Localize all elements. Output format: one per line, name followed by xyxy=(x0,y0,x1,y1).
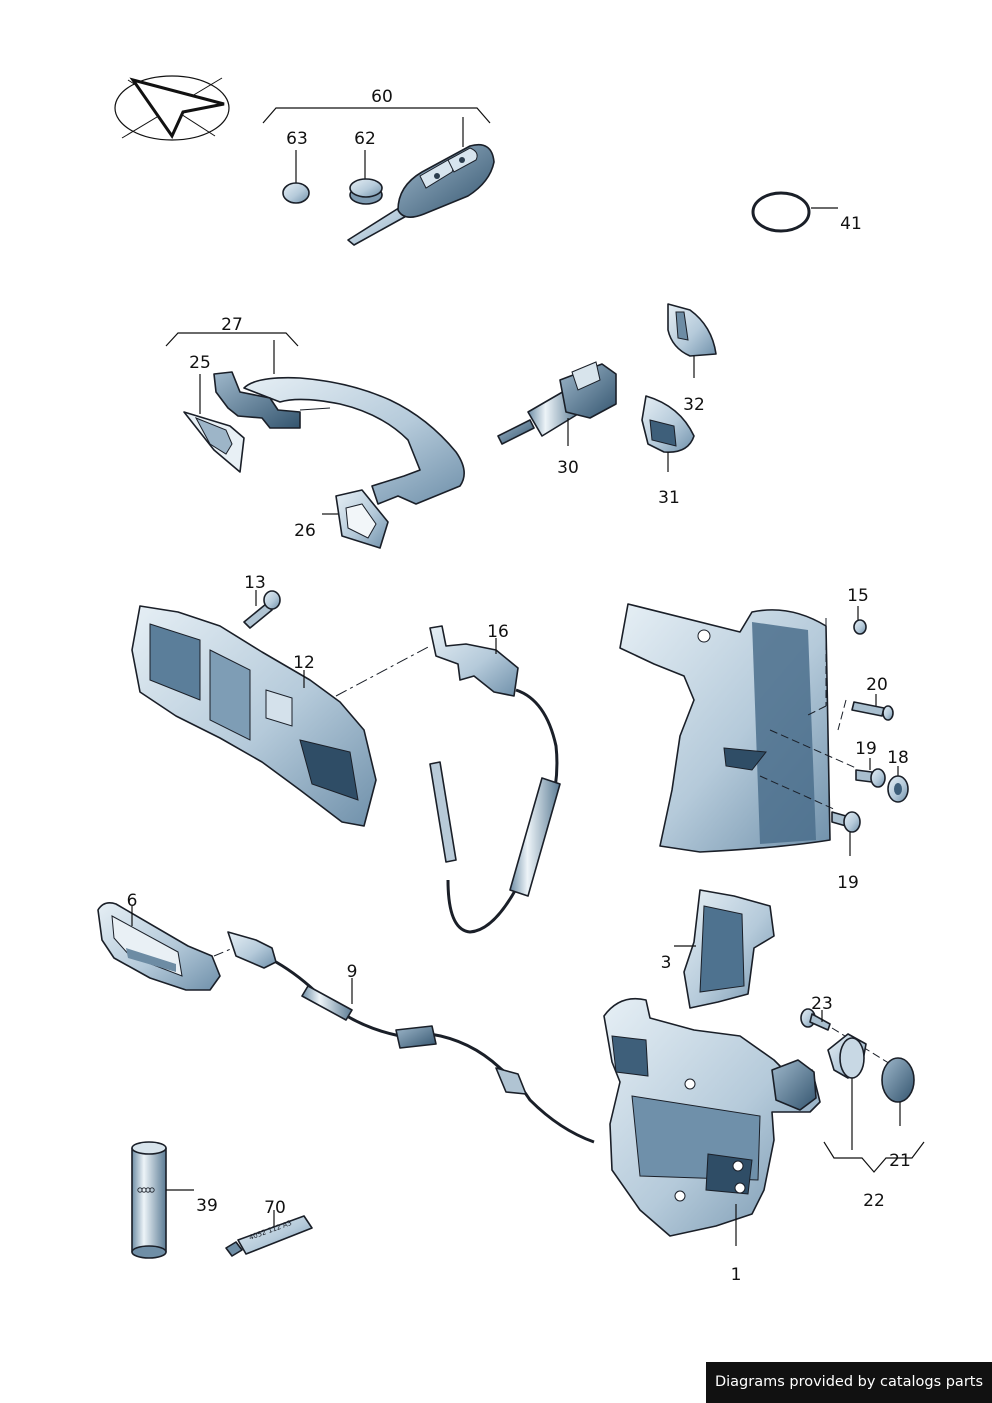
label-30: 30 xyxy=(557,458,579,478)
dash-line-12-16 xyxy=(335,645,431,697)
part-bowden-cable-9 xyxy=(227,931,595,1144)
part-cap-32 xyxy=(667,303,717,357)
label-23: 23 xyxy=(811,994,833,1014)
label-19b: 19 xyxy=(837,873,859,893)
part-spray-can-39 xyxy=(131,1141,167,1259)
part-door-handle-27 xyxy=(213,371,465,505)
part-handle-carrier-12 xyxy=(131,605,377,827)
label-15: 15 xyxy=(847,586,869,606)
label-12: 12 xyxy=(293,653,315,673)
label-3: 3 xyxy=(661,953,672,973)
label-6: 6 xyxy=(127,891,138,911)
part-striker-plate xyxy=(827,1033,867,1079)
credit-banner: Diagrams provided by catalogs parts xyxy=(706,1362,992,1403)
part-shim-21 xyxy=(881,1057,915,1103)
part-battery-63 xyxy=(282,182,310,204)
label-16: 16 xyxy=(487,622,509,642)
label-25: 25 xyxy=(189,353,211,373)
label-63: 63 xyxy=(286,129,308,149)
label-62: 62 xyxy=(354,129,376,149)
label-13: 13 xyxy=(244,573,266,593)
label-39: 39 xyxy=(196,1196,218,1216)
part-folding-key xyxy=(347,143,495,246)
part-lock-cylinder-30 xyxy=(497,361,617,445)
part-battery-62 xyxy=(349,178,383,205)
part-seal-ring-41 xyxy=(751,191,811,233)
part-grease-tube-70: 4052 112 A3 xyxy=(225,1215,313,1257)
part-bracket-3 xyxy=(683,889,775,1009)
part-bolt-20 xyxy=(851,701,894,721)
label-27: 27 xyxy=(221,315,243,335)
part-screw-19-upper xyxy=(855,768,886,788)
bracket-60 xyxy=(262,107,491,124)
label-1: 1 xyxy=(731,1265,742,1285)
label-26: 26 xyxy=(294,521,316,541)
part-door-frame xyxy=(619,603,831,853)
part-door-lock-1 xyxy=(603,997,821,1237)
label-18: 18 xyxy=(887,748,909,768)
part-nut-15 xyxy=(853,619,867,635)
label-70: 70 xyxy=(264,1198,286,1218)
label-32: 32 xyxy=(683,395,705,415)
label-60: 60 xyxy=(371,87,393,107)
part-screw-19-lower xyxy=(831,811,861,833)
four-rings-logo-icon xyxy=(137,1187,155,1193)
part-inner-handle-6 xyxy=(97,902,221,991)
label-21: 21 xyxy=(889,1151,911,1171)
label-22: 22 xyxy=(863,1191,885,1211)
label-9: 9 xyxy=(347,962,358,982)
part-washer-18 xyxy=(887,775,909,803)
part-bowden-cable-16 xyxy=(429,625,561,934)
label-31: 31 xyxy=(658,488,680,508)
label-19a: 19 xyxy=(855,739,877,759)
part-screw-23 xyxy=(800,1008,831,1031)
label-20: 20 xyxy=(866,675,888,695)
label-41: 41 xyxy=(840,214,862,234)
orientation-compass-icon xyxy=(114,75,230,141)
part-screw-13 xyxy=(243,590,281,629)
